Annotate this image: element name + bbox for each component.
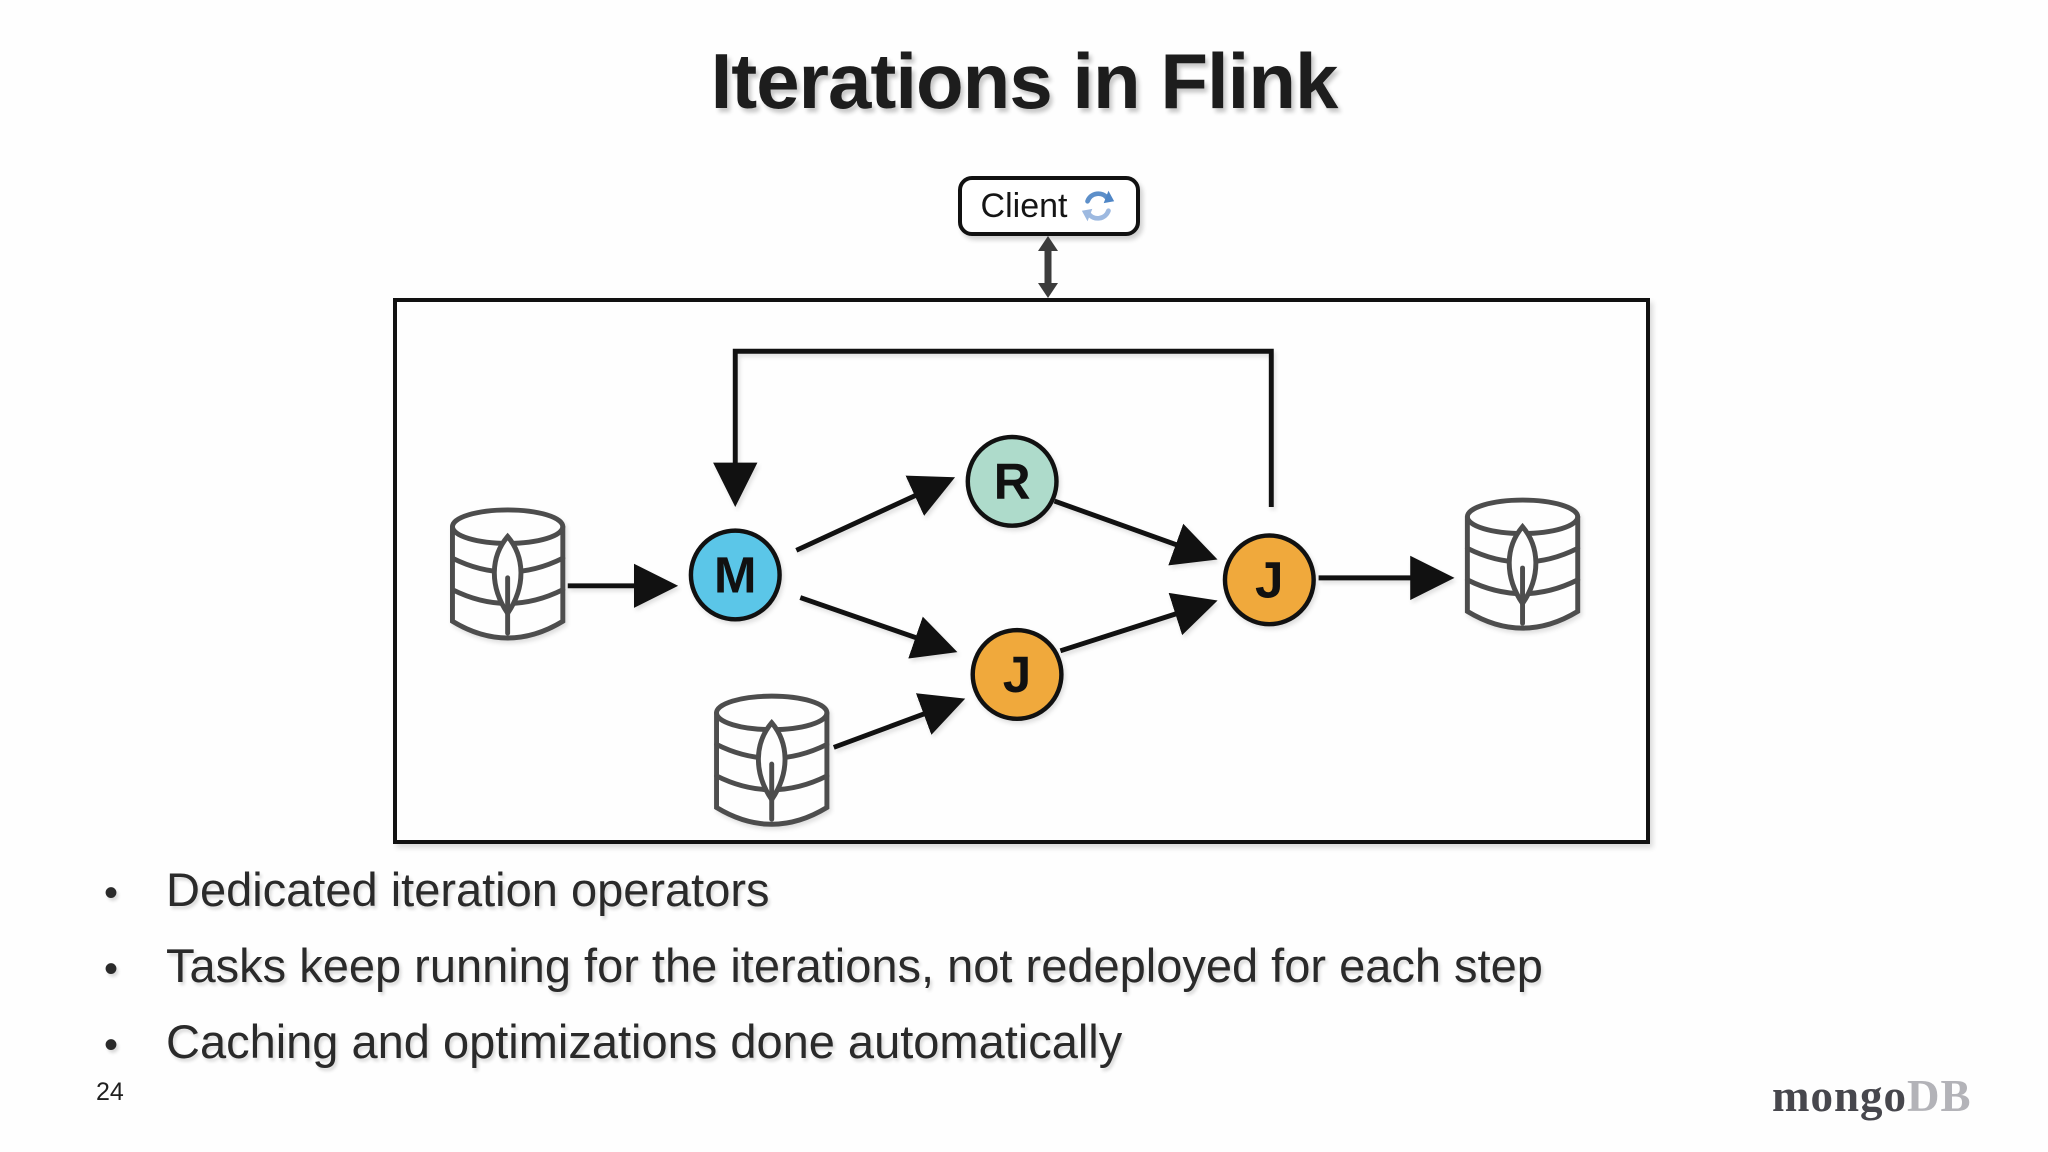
sync-icon [1082, 190, 1115, 222]
dataflow-diagram: M R J J [393, 298, 1650, 844]
dataflow-canvas: M R J J [449, 348, 1581, 827]
logo-db: DB [1907, 1071, 1972, 1121]
bullet-text: Dedicated iteration operators [166, 863, 770, 916]
bidirectional-arrowhead-down [1038, 283, 1058, 298]
mongodb-database-icon [1464, 497, 1581, 631]
logo-mongo: mongo [1772, 1071, 1908, 1121]
bidirectional-arrow-icon [1038, 236, 1058, 298]
node-join-right-circle [1222, 533, 1316, 627]
page-title: Iterations in Flink [710, 37, 1339, 125]
node-join-right-label: J [1255, 552, 1284, 609]
edge-sideinput-to-join [832, 693, 966, 750]
node-join-lower-circle [970, 627, 1064, 722]
bullet-list: • Dedicated iteration operators • Tasks … [104, 862, 1543, 1090]
sync-arc-bottom [1086, 208, 1112, 221]
bullet-marker: • [104, 871, 119, 915]
bullet-text: Tasks keep running for the iterations, n… [166, 939, 1543, 992]
bullet-item: • Dedicated iteration operators [104, 862, 1543, 938]
node-reduce-circle [965, 434, 1059, 528]
sync-arc-top [1085, 191, 1111, 204]
mongodb-logo: mongoDB [1772, 1070, 1972, 1122]
mongodb-database-icon [714, 693, 830, 827]
node-map-circle [688, 528, 782, 622]
bidirectional-arrowhead-up [1038, 236, 1058, 251]
mongodb-database-icon [449, 507, 566, 641]
bullet-item: • Caching and optimizations done automat… [104, 1014, 1543, 1090]
edge-join-to-join2 [1059, 592, 1218, 654]
iteration-feedback-edge [713, 348, 1274, 507]
bullet-marker: • [104, 1023, 119, 1067]
node-join-lower: J [970, 627, 1064, 722]
bullet-text: Caching and optimizations done automatic… [166, 1015, 1123, 1068]
sync-arrowhead-bottom [1082, 208, 1093, 222]
client-label: Client [980, 186, 1068, 225]
sync-arrowhead-top [1104, 190, 1115, 204]
bullet-marker: • [104, 947, 119, 991]
bullet-item: • Tasks keep running for the iterations,… [104, 938, 1543, 1014]
node-join-right: J [1222, 533, 1316, 627]
node-map-label: M [714, 547, 757, 604]
node-reduce: R [965, 434, 1059, 528]
node-map: M [688, 528, 782, 622]
node-reduce-label: R [994, 453, 1031, 510]
client-box: Client [958, 176, 1140, 236]
node-join-lower-label: J [1003, 646, 1032, 703]
edge-reduce-to-join2 [1053, 498, 1218, 566]
edge-map-to-join [799, 595, 958, 659]
page-number: 24 [96, 1078, 124, 1106]
edge-map-to-reduce [795, 475, 956, 553]
